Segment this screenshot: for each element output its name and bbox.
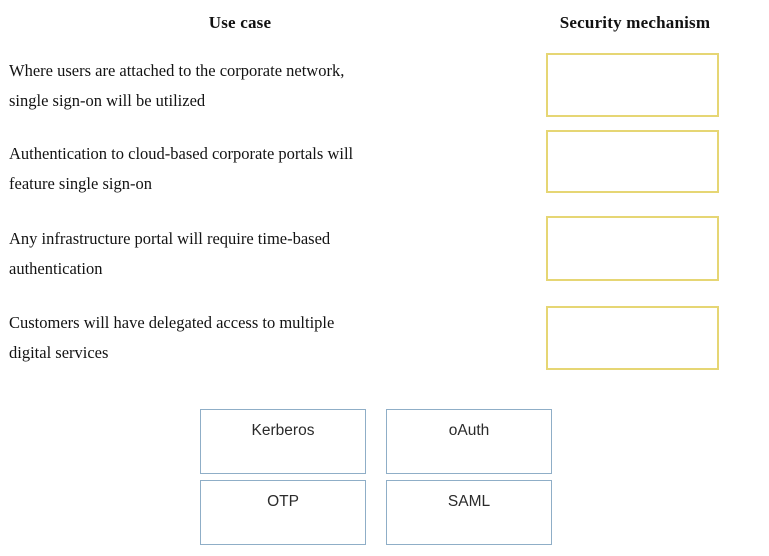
use-case-row: Where users are attached to the corporat…	[9, 56, 509, 116]
option-kerberos[interactable]: Kerberos	[200, 409, 366, 474]
use-case-line-2: feature single sign-on	[9, 174, 152, 193]
option-label: Kerberos	[251, 422, 315, 439]
drop-target-2[interactable]	[546, 130, 719, 193]
option-label: SAML	[447, 493, 491, 510]
use-case-line-1: Authentication to cloud-based corporate …	[9, 144, 354, 163]
use-case-line-1: Any infrastructure portal will require t…	[9, 229, 331, 248]
column-header-security-mechanism: Security mechanism	[559, 13, 711, 32]
use-case-line-2: digital services	[9, 343, 109, 362]
use-case-line-1: Where users are attached to the corporat…	[9, 61, 345, 80]
option-oauth[interactable]: oAuth	[386, 409, 552, 474]
option-label: oAuth	[448, 422, 490, 439]
use-case-line-2: authentication	[9, 259, 103, 278]
answer-option-bank: Kerberos oAuth OTP SAML	[200, 409, 557, 545]
drop-target-1[interactable]	[546, 53, 719, 117]
option-otp[interactable]: OTP	[200, 480, 366, 545]
option-label: OTP	[267, 493, 299, 510]
drop-target-3[interactable]	[546, 216, 719, 281]
use-case-row: Customers will have delegated access to …	[9, 308, 509, 368]
use-case-line-2: single sign-on will be utilized	[9, 91, 206, 110]
use-case-line-1: Customers will have delegated access to …	[9, 313, 335, 332]
column-header-use-case: Use case	[208, 13, 272, 32]
use-case-row: Any infrastructure portal will require t…	[9, 224, 509, 284]
drop-target-4[interactable]	[546, 306, 719, 370]
option-saml[interactable]: SAML	[386, 480, 552, 545]
use-case-row: Authentication to cloud-based corporate …	[9, 139, 509, 199]
